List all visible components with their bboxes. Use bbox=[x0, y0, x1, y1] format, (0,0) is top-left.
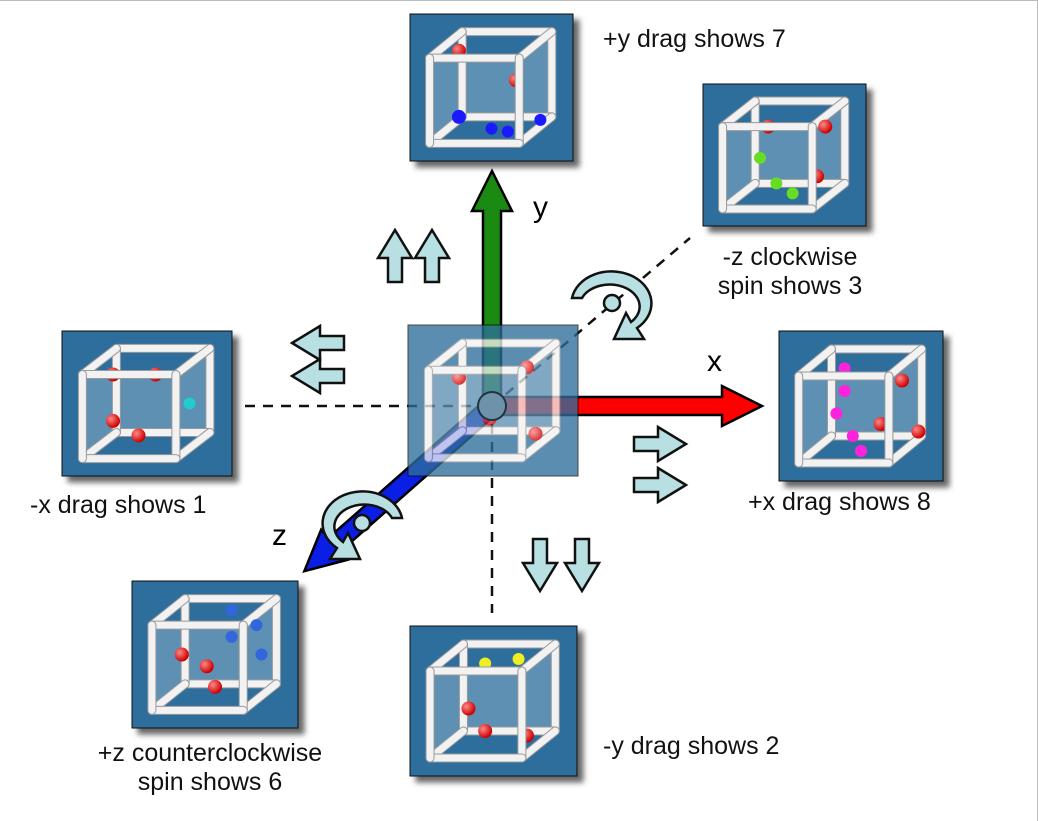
view-minus-y bbox=[409, 625, 578, 777]
label-line: -y drag shows 2 bbox=[603, 732, 780, 760]
rotation-arrow bbox=[570, 270, 653, 341]
label-line: +z counterclockwise bbox=[97, 739, 323, 767]
view-plus-y bbox=[409, 13, 574, 162]
rotation-arrow bbox=[321, 490, 404, 561]
counterclockwise-spin-arrow bbox=[321, 490, 404, 561]
colored-ball bbox=[225, 630, 238, 643]
label-minus-x: -x drag shows 1 bbox=[30, 491, 206, 520]
colored-ball bbox=[838, 385, 851, 397]
colored-ball bbox=[770, 177, 783, 190]
red-ball bbox=[131, 428, 146, 443]
colored-ball bbox=[786, 187, 799, 200]
hollow-arrow bbox=[520, 537, 560, 594]
up-arrow bbox=[375, 227, 415, 284]
rotation-axis-dot bbox=[602, 293, 622, 313]
hollow-arrow bbox=[412, 227, 452, 284]
cube-edge bbox=[515, 28, 556, 62]
hollow-arrow bbox=[375, 227, 415, 284]
cube-edge bbox=[885, 432, 926, 467]
hollow-arrow bbox=[289, 323, 346, 363]
red-ball bbox=[199, 659, 214, 674]
colored-ball bbox=[485, 122, 498, 135]
down-arrow bbox=[562, 537, 602, 594]
view-plus-x bbox=[778, 330, 944, 482]
y-axis-label: y bbox=[533, 191, 548, 224]
hollow-arrow bbox=[289, 356, 346, 396]
colored-ball bbox=[754, 151, 767, 164]
red-ball bbox=[106, 413, 120, 428]
colored-ball bbox=[250, 619, 263, 632]
cube-edge bbox=[518, 640, 559, 675]
view-plus-z bbox=[131, 580, 299, 729]
colored-ball bbox=[846, 430, 859, 442]
label-line: +y drag shows 7 bbox=[603, 25, 786, 53]
label-plus-x: +x drag shows 8 bbox=[748, 488, 931, 517]
cube-edge bbox=[518, 727, 559, 762]
cube-views bbox=[61, 13, 944, 777]
label-line: +x drag shows 8 bbox=[748, 488, 931, 516]
red-ball bbox=[873, 417, 888, 431]
cube-edge bbox=[808, 97, 849, 131]
red-ball bbox=[461, 701, 476, 716]
label-line: spin shows 6 bbox=[137, 768, 283, 796]
cube-edge bbox=[808, 179, 849, 213]
cube-edge bbox=[424, 427, 466, 462]
label-plus-y: +y drag shows 7 bbox=[603, 25, 786, 54]
red-ball bbox=[895, 373, 909, 388]
label-line: spin shows 3 bbox=[717, 272, 863, 300]
cube-edge bbox=[424, 339, 466, 374]
cube-edge bbox=[239, 680, 280, 714]
colored-ball bbox=[225, 604, 238, 617]
colored-ball bbox=[855, 445, 867, 457]
red-ball bbox=[174, 647, 189, 662]
up-arrow bbox=[412, 227, 452, 284]
right-arrow bbox=[632, 465, 689, 505]
colored-ball bbox=[451, 109, 466, 124]
cube-edge bbox=[172, 344, 214, 378]
colored-ball bbox=[830, 407, 843, 420]
right-arrow bbox=[632, 424, 689, 464]
rotation-axis-dot bbox=[352, 513, 372, 533]
label-line: -x drag shows 1 bbox=[30, 491, 207, 519]
view-minus-x bbox=[61, 330, 233, 477]
z-axis-label: z bbox=[272, 519, 287, 552]
hollow-arrow bbox=[632, 424, 689, 464]
hollow-arrow bbox=[632, 465, 689, 505]
clockwise-spin-arrow bbox=[570, 270, 653, 341]
colored-ball bbox=[501, 125, 514, 138]
label-line: -z clockwise bbox=[722, 243, 858, 271]
left-arrow bbox=[289, 356, 346, 396]
colored-ball bbox=[183, 397, 196, 410]
cube-edge bbox=[518, 427, 560, 462]
cube-edge bbox=[885, 345, 926, 380]
cube-edge bbox=[172, 429, 214, 463]
colored-ball bbox=[512, 653, 525, 665]
left-arrow bbox=[289, 323, 346, 363]
cube-edge bbox=[239, 595, 280, 629]
red-ball bbox=[911, 424, 926, 439]
down-arrow bbox=[520, 537, 560, 594]
red-ball bbox=[818, 119, 833, 134]
view-minus-z bbox=[702, 83, 867, 227]
colored-ball bbox=[255, 648, 268, 661]
x-axis-label: x bbox=[707, 345, 722, 378]
red-ball bbox=[478, 724, 493, 738]
hollow-arrow bbox=[562, 537, 602, 594]
cube-edge bbox=[515, 113, 556, 147]
direction-arrows bbox=[289, 227, 689, 594]
origin-marker bbox=[477, 391, 507, 421]
label-minus-y: -y drag shows 2 bbox=[603, 732, 779, 761]
red-ball bbox=[528, 426, 543, 441]
colored-ball bbox=[534, 113, 547, 126]
red-ball bbox=[208, 679, 222, 694]
